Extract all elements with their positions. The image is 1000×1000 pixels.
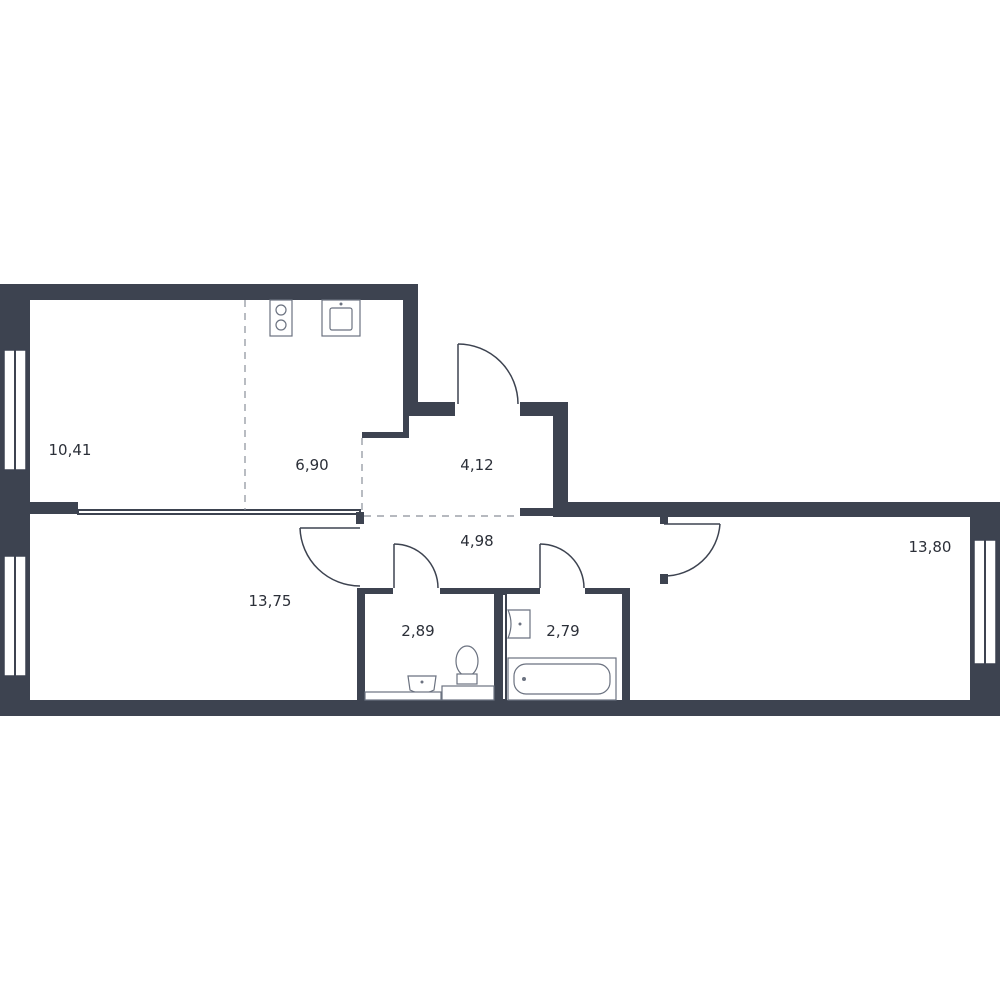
fixtures <box>269 299 617 701</box>
area-toilet: 2,89 <box>401 622 434 640</box>
toilet-icon <box>441 645 495 701</box>
toilet-sink-icon <box>407 675 437 694</box>
toilet-shelf <box>364 691 442 701</box>
room-labels: 10,41 6,90 4,12 4,98 13,75 2,89 2,79 13,… <box>49 441 952 640</box>
wall-mid-left-stub <box>30 502 78 514</box>
wall-hall-bottom-right <box>520 508 553 516</box>
wall-bottom <box>0 700 1000 716</box>
wall-toilet-top-left <box>357 588 393 594</box>
entrance-door-swing <box>457 343 519 405</box>
wall-toilet-top-right <box>440 588 502 594</box>
bathroom-sink-icon <box>507 609 531 639</box>
area-living-left: 10,41 <box>49 441 92 459</box>
jamb-right-bedroom-top <box>660 512 668 524</box>
area-bedroom-left: 13,75 <box>249 592 292 610</box>
bathtub-icon <box>507 657 617 701</box>
stove-icon <box>269 299 293 337</box>
zone-boundaries <box>244 300 520 517</box>
wall-upper-right <box>403 284 418 414</box>
left-bedroom-door-swing <box>299 527 361 587</box>
bathroom-door-swing <box>539 543 585 589</box>
doors <box>299 343 721 589</box>
wall-bath-top-left <box>502 588 540 594</box>
wall-toilet-right <box>494 588 502 706</box>
area-bedroom-right: 13,80 <box>909 538 952 556</box>
jamb-right-bedroom-bottom <box>660 574 668 584</box>
interior-walls <box>30 414 668 706</box>
right-bedroom-door-swing <box>663 523 721 577</box>
area-hall-upper: 4,12 <box>460 456 493 474</box>
area-kitchen: 6,90 <box>295 456 328 474</box>
wall-bath-left-inner <box>501 593 507 701</box>
kitchen-sink-icon <box>321 299 361 337</box>
wall-bath-right <box>622 588 630 706</box>
area-bathroom: 2,79 <box>546 622 579 640</box>
wall-bath-top-right <box>585 588 629 594</box>
wall-mid-left <box>77 509 361 515</box>
area-corridor: 4,98 <box>460 532 493 550</box>
wall-hall-right <box>553 402 568 514</box>
toilet-door-swing <box>393 543 439 589</box>
wall-hall-top-left <box>403 402 455 416</box>
wall-top-right <box>553 502 1000 517</box>
jamb-left-bedroom <box>356 512 364 524</box>
windows <box>3 349 997 677</box>
wall-top-left <box>0 284 418 300</box>
wall-kitchen-hall <box>362 432 408 438</box>
wall-toilet-left <box>357 588 365 706</box>
wall-kitchen-hall-2 <box>403 414 409 438</box>
